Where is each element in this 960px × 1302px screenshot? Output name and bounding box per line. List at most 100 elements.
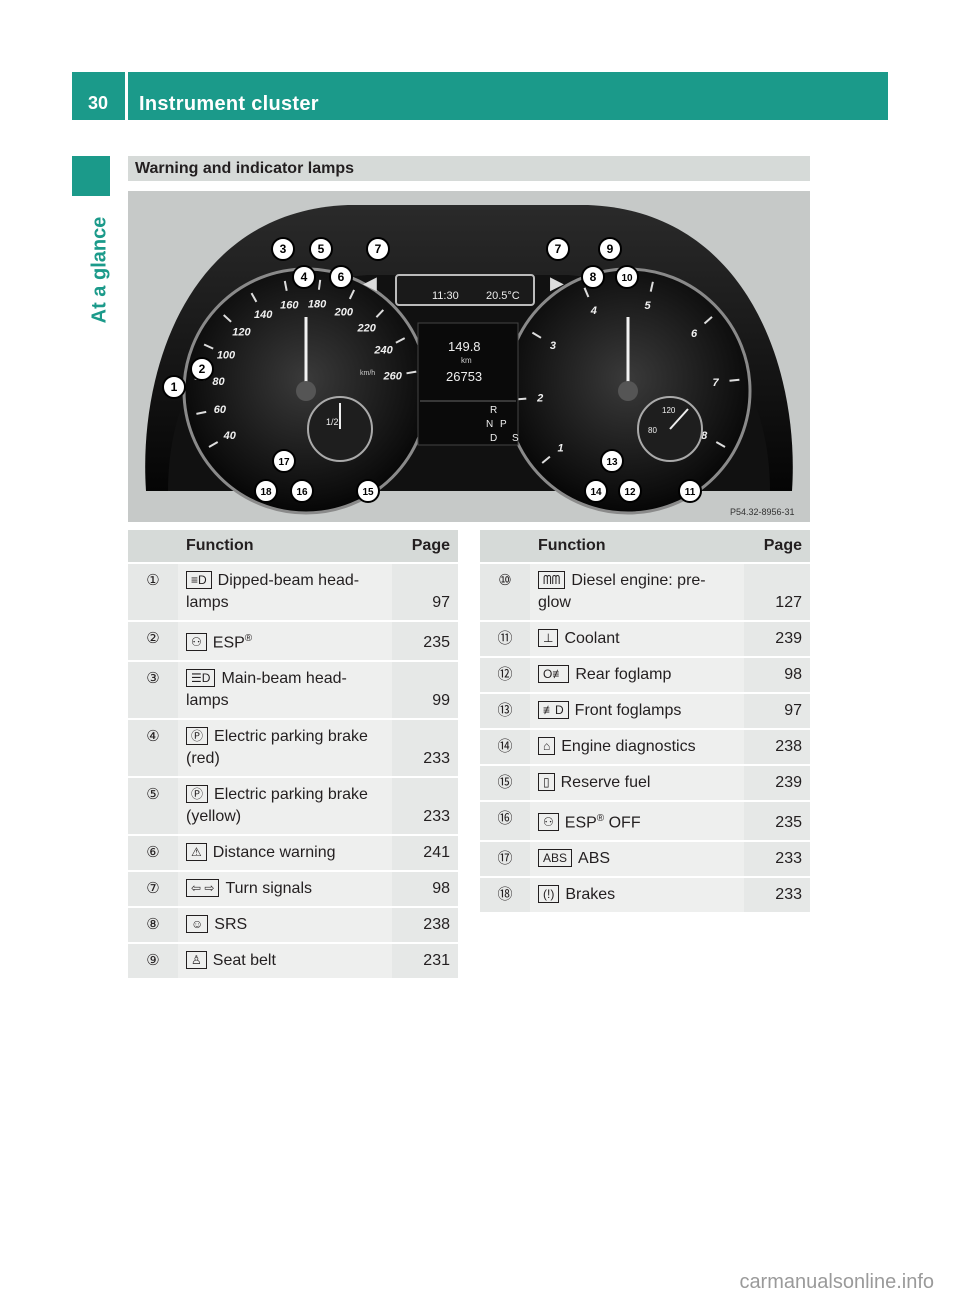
tacho-tick-label: 6	[691, 328, 698, 340]
reserve-fuel-icon: ▯	[538, 773, 555, 791]
callout-number: 16	[296, 487, 308, 498]
row-page: 235	[392, 619, 458, 662]
distance-warning-icon: ⚠	[186, 843, 207, 862]
callout-circle	[615, 265, 639, 289]
row-number: ⑤	[128, 776, 178, 836]
table-header-num	[128, 530, 178, 563]
glow-plug-icon: ᗰᗰ	[538, 571, 566, 589]
callout-number: 12	[624, 487, 636, 498]
speedo-tick-label: 100	[217, 349, 236, 361]
side-label: At a glance	[88, 216, 111, 324]
row-function: (!)Brakes	[530, 876, 744, 913]
row-function: ⚇ESP® OFF	[530, 799, 744, 842]
turn-signal-icon: ⇦ ⇨	[186, 879, 220, 898]
function-label: ESP	[564, 814, 597, 832]
row-page: 233	[744, 876, 810, 913]
function-label: SRS	[214, 916, 248, 934]
callout-number: 17	[278, 457, 290, 468]
row-function: ABS ABS	[530, 840, 744, 878]
table-header-function: Function	[530, 530, 744, 563]
callout-number: 3	[280, 242, 287, 256]
tacho-tick-mark	[541, 455, 551, 464]
function-label: ESP	[212, 634, 245, 652]
row-function: ☺SRS	[178, 906, 392, 944]
callout-number: 6	[338, 270, 345, 284]
speedo-tick-mark	[317, 279, 322, 290]
gear-label: P	[500, 419, 507, 430]
registered-mark: ®	[596, 813, 605, 824]
row-number: ⑭	[480, 728, 530, 765]
function-label: Main-beam head-lamps	[186, 670, 347, 710]
row-page: 233	[392, 718, 458, 778]
row-page: 239	[744, 620, 810, 657]
speedo-tick-label: 60	[214, 404, 227, 416]
row-page: 235	[744, 799, 810, 842]
row-number: ④	[128, 718, 178, 778]
tacho-tick-label: 8	[701, 430, 708, 442]
row-number: ⑨	[128, 942, 178, 979]
callout-number: 18	[260, 487, 272, 498]
row-function: ♙Seat belt	[178, 942, 392, 979]
speedo-tick-label: 140	[254, 309, 273, 321]
tacho-tick-mark	[729, 378, 740, 382]
coolant-min-label: 80	[648, 426, 657, 435]
table-header-page: Page	[392, 530, 458, 563]
callout-circle	[329, 265, 353, 289]
function-label: Dipped-beam head-lamps	[186, 572, 360, 611]
tacho-tick-mark	[649, 281, 654, 292]
header-divider	[125, 72, 128, 120]
row-page: 233	[744, 840, 810, 878]
page-number: 30	[87, 93, 109, 113]
rear-foglamp-icon: O≢	[538, 665, 570, 683]
multifunction-display	[417, 322, 519, 446]
speedo-tick-label: 260	[383, 371, 403, 383]
function-label: Rear foglamp	[575, 666, 672, 683]
coolant-needle	[669, 408, 689, 430]
callout-number: 13	[606, 457, 618, 468]
coolant-icon: ⊥	[538, 629, 559, 647]
header-bar	[72, 72, 888, 120]
abs-icon: ABS	[538, 849, 573, 868]
function-label: Brakes	[565, 886, 616, 904]
row-page: 239	[744, 764, 810, 801]
row-page: 127	[744, 562, 810, 621]
speedo-tick-mark	[375, 309, 385, 318]
row-function: ▯Reserve fuel	[530, 764, 744, 801]
row-page: 99	[392, 660, 458, 720]
esp-off-icon: ⚇	[538, 813, 559, 832]
right-arrow-icon: ▶	[550, 273, 564, 293]
row-function: O≢ Rear foglamp	[530, 656, 744, 693]
row-function: ⚠Distance warning	[178, 834, 392, 872]
speedo-tick-mark	[406, 370, 417, 375]
callout-number: 7	[375, 242, 382, 256]
side-tab	[72, 156, 110, 196]
callout-circle	[581, 265, 605, 289]
callout-number: 1	[171, 380, 178, 394]
function-label: ABS	[578, 850, 611, 868]
fuel-half-label: 1/2	[326, 417, 339, 427]
row-function: ⊥Coolant	[530, 620, 744, 657]
speedo-tick-mark	[208, 441, 219, 448]
callout-number: 5	[318, 242, 325, 256]
row-number: ⑥	[128, 834, 178, 872]
callout-number: 15	[362, 487, 374, 498]
callout-number: 9	[607, 242, 614, 256]
row-number: ⑱	[480, 876, 530, 913]
display-odometer: 26753	[446, 369, 482, 384]
speedo-tick-label: 220	[357, 322, 377, 334]
tacho-tick-label: 4	[590, 305, 597, 317]
